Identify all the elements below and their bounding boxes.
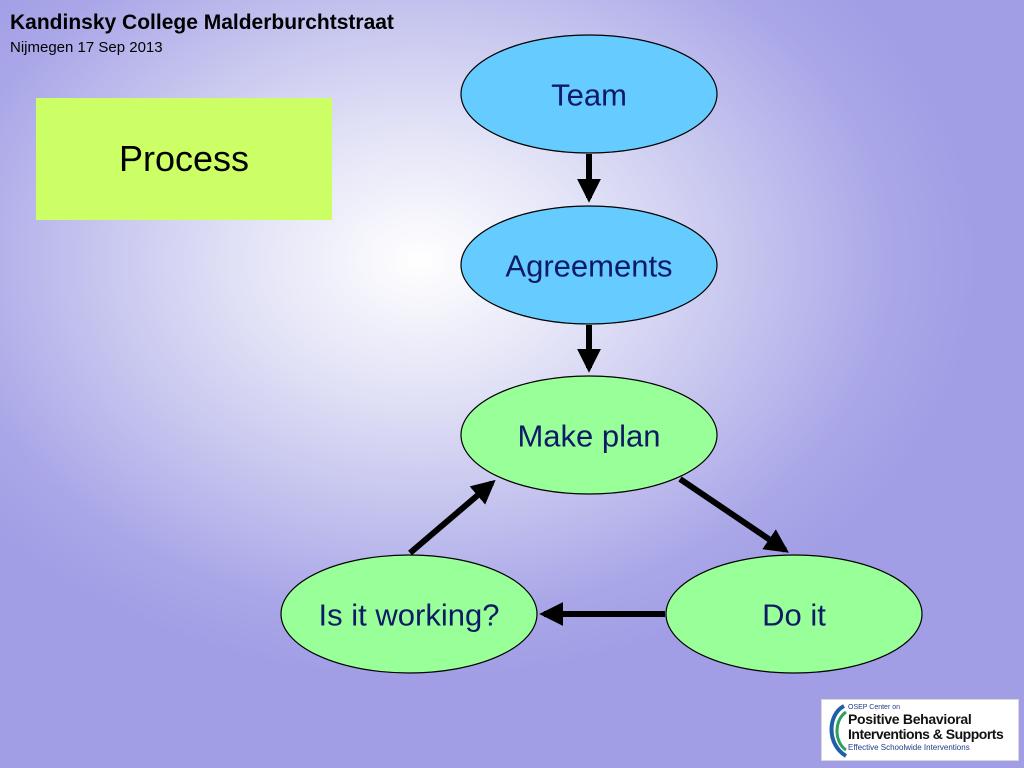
node-make-plan-label: Make plan [517,419,660,454]
slide-header-subtitle: Nijmegen 17 Sep 2013 [10,39,163,56]
node-is-it-working: Is it working? [280,554,538,674]
swoosh-icon [829,704,848,758]
logo-line-1: OSEP Center on [848,704,901,711]
logo-line-2: Positive Behavioral [848,711,972,727]
node-make-plan: Make plan [460,375,718,495]
pbis-logo: OSEP Center on Positive Behavioral Inter… [821,699,1019,761]
node-team: Team [460,34,718,154]
node-team-label: Team [551,78,627,113]
logo-line-4: Effective Schoolwide Interventions [848,743,970,752]
slide-header-title: Kandinsky College Malderburchtstraat [10,11,394,34]
process-label-box: Process [36,98,332,220]
node-do-it-label: Do it [762,598,826,633]
node-agreements: Agreements [460,205,718,325]
process-label: Process [118,138,250,179]
node-is-it-working-label: Is it working? [319,598,500,633]
arrow-is-it-working-to-make-plan [408,479,496,556]
node-do-it: Do it [665,554,923,674]
node-agreements-label: Agreements [505,249,672,284]
logo-line-3: Interventions & Supports [848,726,1004,742]
arrow-make-plan-to-do-it [678,476,789,553]
